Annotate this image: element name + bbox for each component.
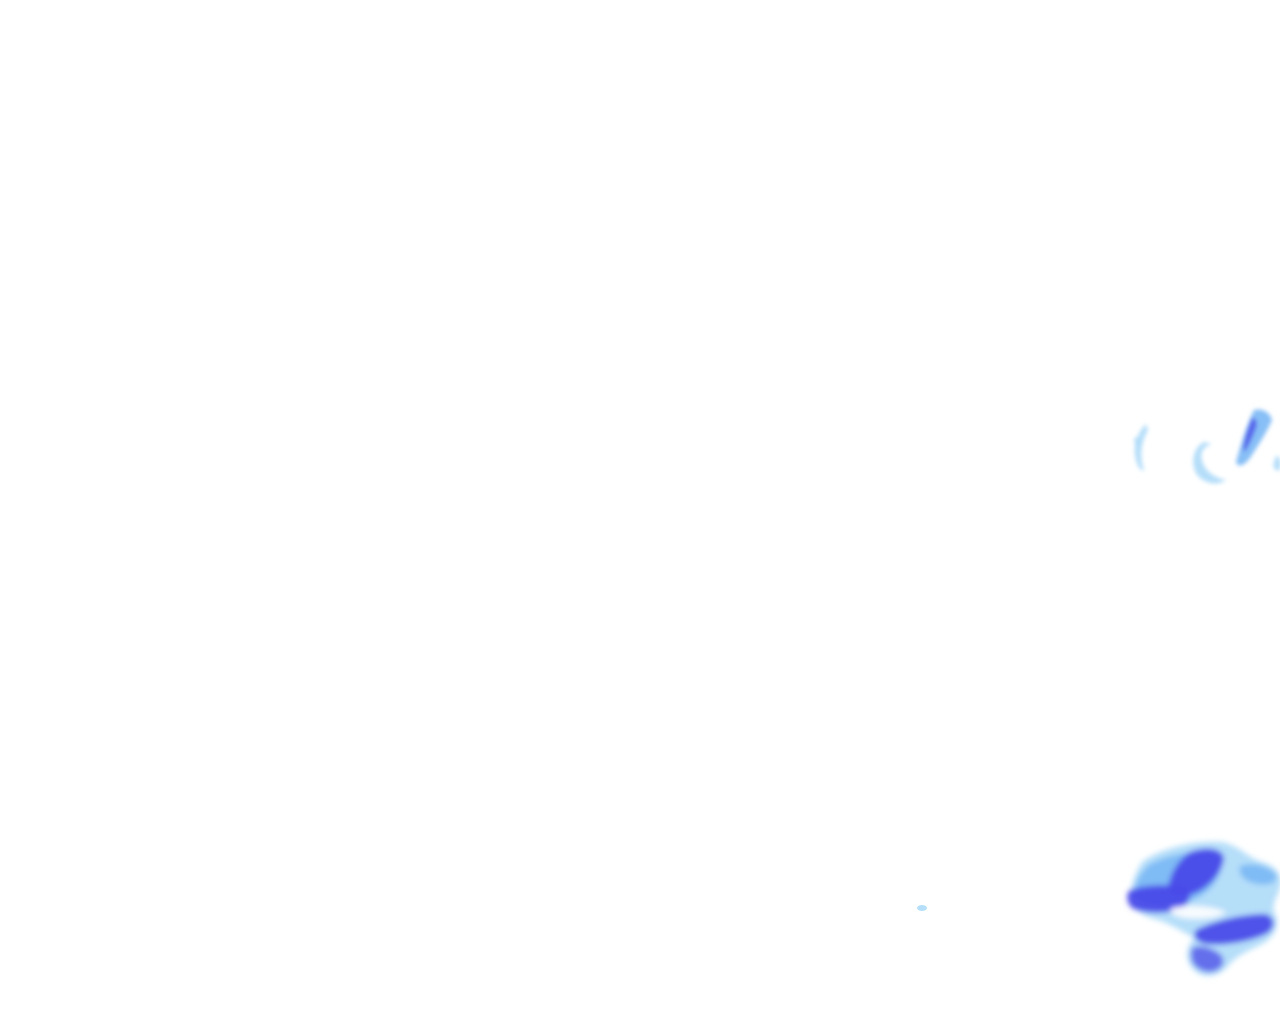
echo-fleck-5 [1134,437,1139,448]
echo-streak-3-core [1243,418,1257,452]
echo-cluster-east-lower [1127,841,1280,976]
echo-moderate-east [1239,864,1277,885]
echo-cluster-speck [917,905,927,911]
echo-fleck-4 [1273,456,1280,471]
echo-arc-2 [1193,442,1226,484]
echo-gap-white [1170,905,1226,919]
echo-streak-3 [1236,409,1272,466]
echo-heavy-tail-d [1190,946,1224,972]
echo-heavy-band-b [1127,885,1191,913]
echo-heavy-core-a [1168,848,1224,896]
echo-arc-1 [1134,424,1148,471]
echo-heavy-band-c [1194,914,1274,945]
echo-cluster-east-upper [1134,409,1280,484]
echo-speck [917,905,927,911]
